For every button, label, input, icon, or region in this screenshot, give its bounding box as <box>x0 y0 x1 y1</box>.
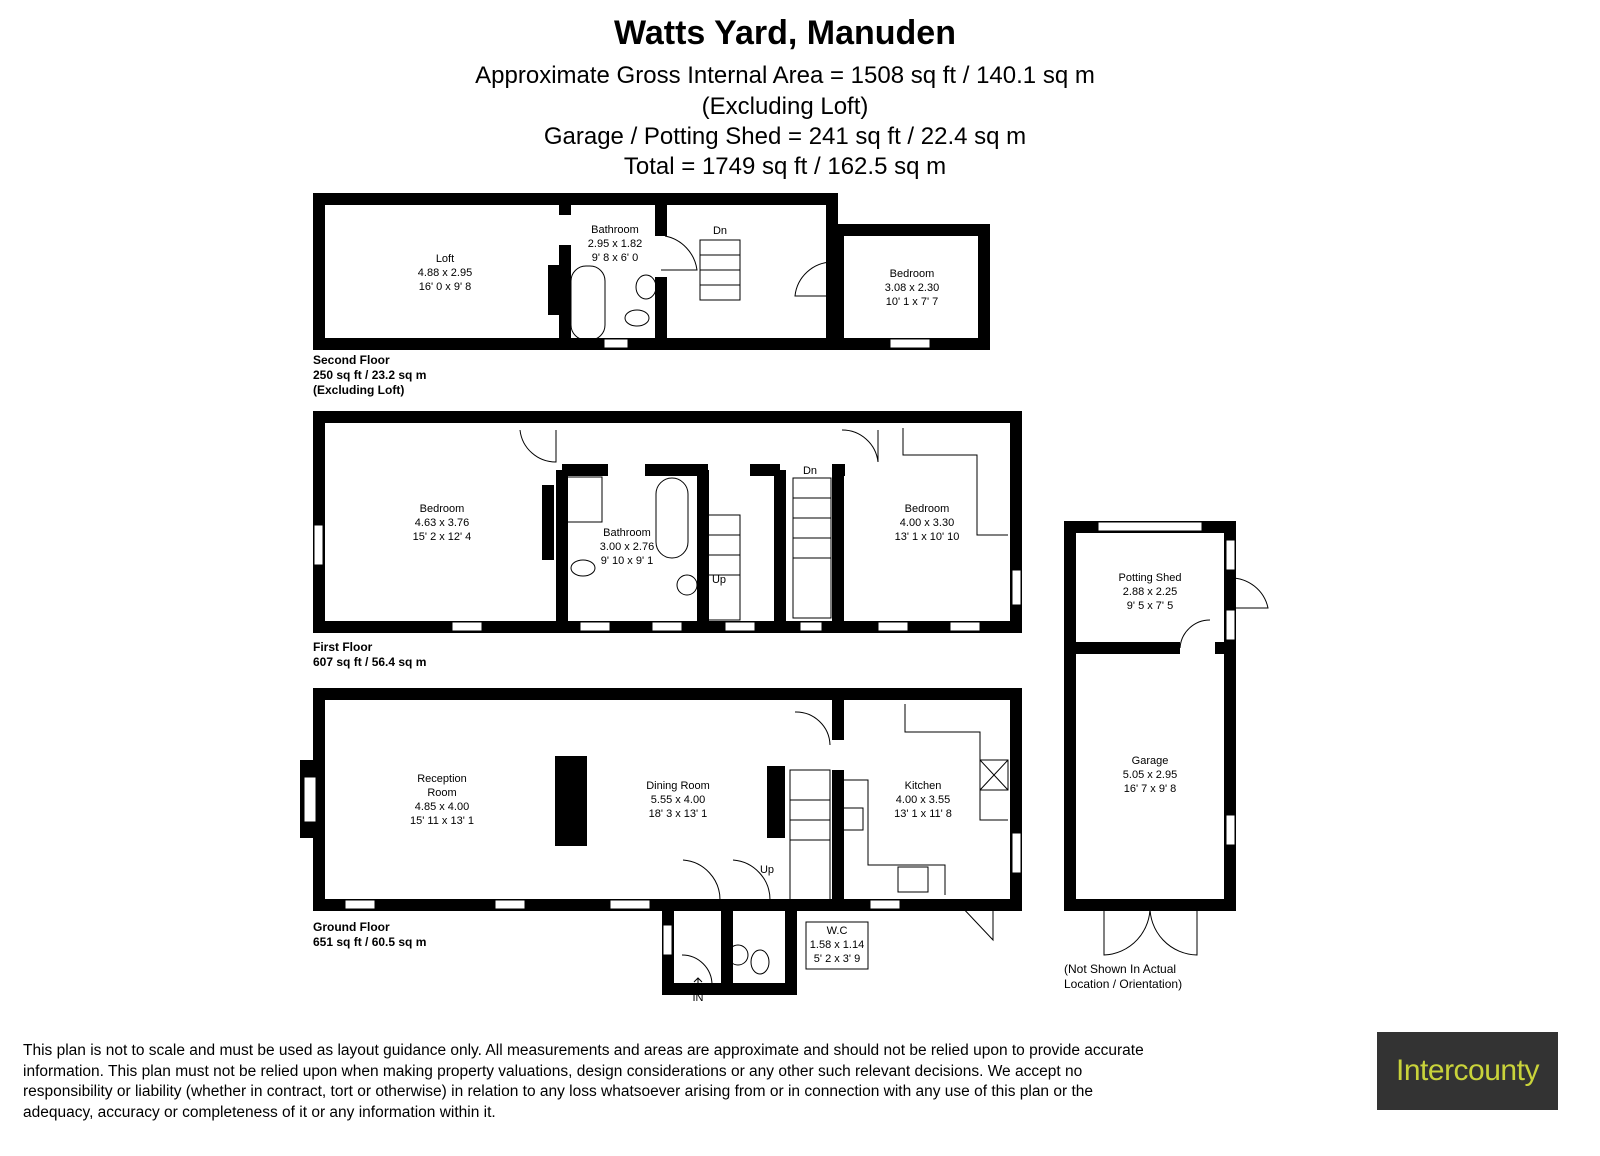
room-metric: 5.05 x 2.95 <box>1123 769 1177 781</box>
doors <box>519 235 1269 986</box>
svg-text:Location / Orientation): Location / Orientation) <box>1064 977 1182 991</box>
room-name: Bedroom <box>905 503 950 515</box>
stairs-up-label: Up <box>712 574 726 586</box>
room-metric: 4.88 x 2.95 <box>418 267 472 279</box>
room-metric: 2.95 x 1.82 <box>588 238 642 250</box>
room-imperial: 18' 3 x 13' 1 <box>649 808 708 820</box>
room-metric: 3.00 x 2.76 <box>600 541 654 553</box>
room-name: Reception <box>417 773 467 785</box>
room-name: Bedroom <box>420 503 465 515</box>
toilet-icon <box>750 949 770 975</box>
room-name: Bedroom <box>890 268 935 280</box>
first-floor-label: First Floor 607 sq ft / 56.4 sq m <box>313 640 426 669</box>
room-imperial: 5' 2 x 3' 9 <box>814 953 860 965</box>
area-line: (Excluding Loft) <box>701 93 869 120</box>
svg-text:(Not Shown In Actual: (Not Shown In Actual <box>1064 962 1176 976</box>
room-bathroom-first: Bathroom 3.00 x 2.76 9' 10 x 9' 1 <box>600 527 654 567</box>
basin-icon <box>635 274 657 300</box>
room-bedroom-second: Bedroom 3.08 x 2.30 10' 1 x 7' 7 <box>885 268 939 308</box>
svg-text:Second Floor: Second Floor <box>313 353 390 367</box>
bath-icon <box>655 477 689 559</box>
second-floor-outline <box>313 193 838 350</box>
walls <box>313 193 1236 995</box>
room-kitchen: Kitchen 4.00 x 3.55 13' 1 x 11' 8 <box>894 780 952 820</box>
room-imperial: 9' 8 x 6' 0 <box>592 252 638 264</box>
second-floor-label: Second Floor 250 sq ft / 23.2 sq m (Excl… <box>313 353 426 397</box>
room-imperial: 15' 2 x 12' 4 <box>413 531 472 543</box>
room-metric: 2.88 x 2.25 <box>1123 586 1177 598</box>
toilet-icon <box>624 309 650 327</box>
garage-note: (Not Shown In Actual Location / Orientat… <box>1064 962 1182 991</box>
room-imperial: 16' 7 x 9' 8 <box>1124 783 1177 795</box>
windows <box>303 338 1236 956</box>
room-metric: 3.08 x 2.30 <box>885 282 939 294</box>
room-metric: 5.55 x 4.00 <box>651 794 705 806</box>
basin-icon <box>727 944 749 966</box>
room-name: Garage <box>1132 755 1169 767</box>
room-loft: Loft 4.88 x 2.95 16' 0 x 9' 8 <box>418 253 472 293</box>
room-imperial: 13' 1 x 11' 8 <box>894 808 952 820</box>
room-imperial: 16' 0 x 9' 8 <box>419 281 472 293</box>
toilet-icon <box>570 559 596 577</box>
room-metric: 1.58 x 1.14 <box>810 939 864 951</box>
svg-text:250 sq ft / 23.2 sq m: 250 sq ft / 23.2 sq m <box>313 368 426 382</box>
area-line: Approximate Gross Internal Area = 1508 s… <box>475 62 1095 89</box>
room-dining: Dining Room 5.55 x 4.00 18' 3 x 13' 1 <box>646 780 710 820</box>
room-imperial: 13' 1 x 10' 10 <box>895 531 960 543</box>
ground-floor-label: Ground Floor 651 sq ft / 60.5 sq m <box>313 920 426 949</box>
fixtures <box>566 265 1009 975</box>
room-imperial: 15' 11 x 13' 1 <box>410 815 474 827</box>
room-metric: 4.63 x 3.76 <box>415 517 469 529</box>
stairs-up-label: Up <box>760 864 774 876</box>
room-name: Bathroom <box>591 224 639 236</box>
stairs-down-label: Dn <box>713 225 727 237</box>
area-line: Garage / Potting Shed = 241 sq ft / 22.4… <box>543 123 1027 150</box>
room-bedroom-first-right: Bedroom 4.00 x 3.30 13' 1 x 10' 10 <box>895 503 960 543</box>
room-name: Dining Room <box>646 780 710 792</box>
svg-text:651 sq ft / 60.5 sq m: 651 sq ft / 60.5 sq m <box>313 935 426 949</box>
svg-text:607 sq ft / 56.4 sq m: 607 sq ft / 56.4 sq m <box>313 655 426 669</box>
basin-icon <box>676 574 698 596</box>
room-wc: W.C 1.58 x 1.14 5' 2 x 3' 9 <box>810 925 864 965</box>
shower-icon <box>566 476 603 523</box>
room-bathroom-second: Bathroom 2.95 x 1.82 9' 8 x 6' 0 <box>588 224 642 264</box>
area-line: Total = 1749 sq ft / 162.5 sq m <box>623 153 947 180</box>
room-name: Kitchen <box>905 780 942 792</box>
room-imperial: 9' 5 x 7' 5 <box>1127 600 1173 612</box>
room-potting-shed: Potting Shed 2.88 x 2.25 9' 5 x 7' 5 <box>1119 572 1182 612</box>
room-imperial: 10' 1 x 7' 7 <box>886 296 939 308</box>
hob-icon <box>840 807 864 831</box>
room-reception: Reception Room 4.85 x 4.00 15' 11 x 13' … <box>410 773 474 827</box>
entrance-arrow-icon <box>693 977 703 988</box>
room-name: Bathroom <box>603 527 651 539</box>
stairs <box>699 239 832 901</box>
svg-text:Ground Floor: Ground Floor <box>313 920 390 934</box>
extractor-icon <box>979 759 1009 791</box>
room-name: Potting Shed <box>1119 572 1182 584</box>
intercounty-logo: Intercounty <box>1377 1032 1558 1110</box>
room-garage: Garage 5.05 x 2.95 16' 7 x 9' 8 <box>1123 755 1177 795</box>
plan-title: Watts Yard, Manuden <box>614 14 956 52</box>
disclaimer: This plan is not to scale and must be us… <box>23 1042 1144 1121</box>
wc-label-box <box>805 921 869 970</box>
room-metric: 4.00 x 3.55 <box>896 794 950 806</box>
room-name: Room <box>427 787 456 799</box>
room-name: W.C <box>827 925 848 937</box>
bath-icon <box>570 265 606 341</box>
entrance-label: IN <box>693 992 704 1004</box>
room-metric: 4.85 x 4.00 <box>415 801 469 813</box>
stairs-down-label: Dn <box>803 465 817 477</box>
svg-text:First Floor: First Floor <box>313 640 373 654</box>
room-name: Loft <box>436 253 454 265</box>
sink-icon <box>897 866 929 893</box>
svg-text:(Excluding Loft): (Excluding Loft) <box>313 383 404 397</box>
room-bedroom-first-left: Bedroom 4.63 x 3.76 15' 2 x 12' 4 <box>413 503 472 543</box>
room-imperial: 9' 10 x 9' 1 <box>601 555 654 567</box>
room-metric: 4.00 x 3.30 <box>900 517 954 529</box>
